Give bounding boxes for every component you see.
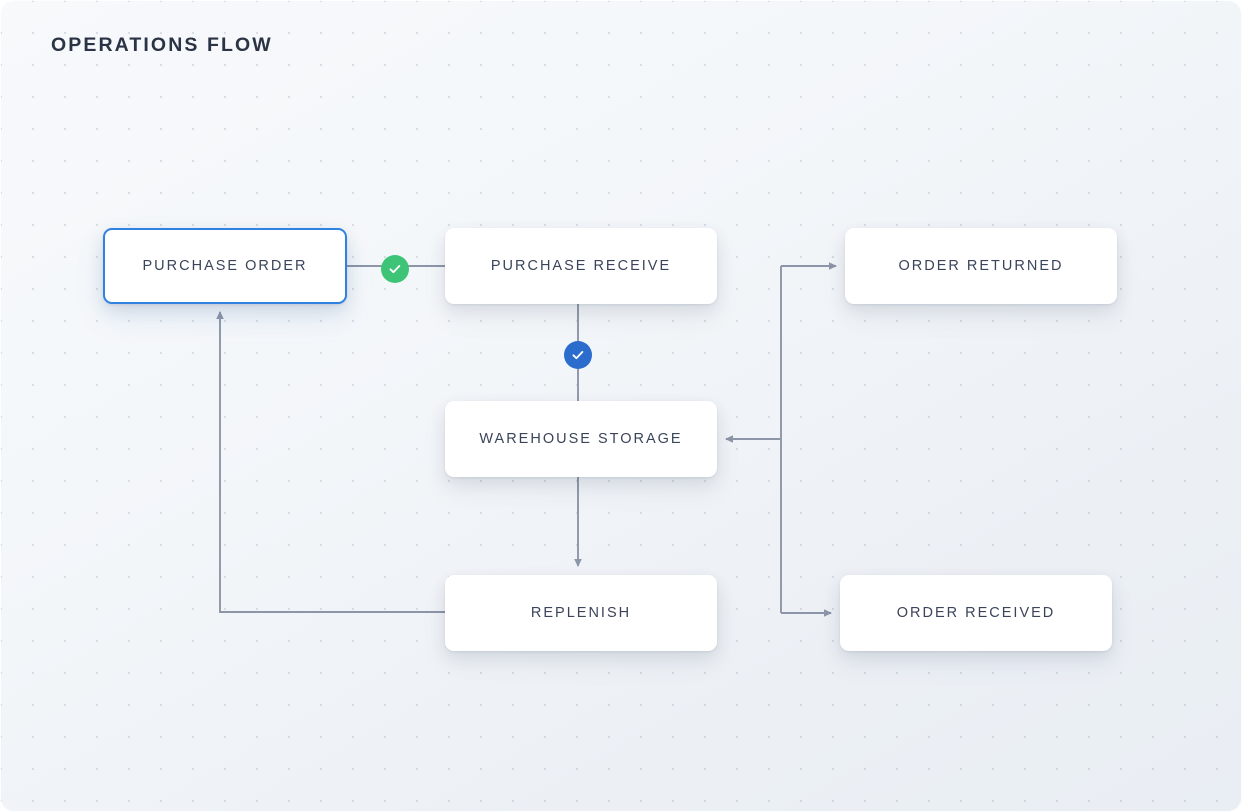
node-warehouse-storage[interactable]: WAREHOUSE STORAGE — [445, 401, 717, 477]
node-label: ORDER RETURNED — [898, 258, 1064, 274]
check-icon — [389, 265, 401, 274]
node-label: ORDER RECEIVED — [896, 605, 1056, 621]
page-title: OPERATIONS FLOW — [51, 34, 273, 56]
node-order-returned[interactable]: ORDER RETURNED — [845, 228, 1117, 304]
edge-replenish-to-purchase-order — [216, 310, 445, 613]
node-order-received[interactable]: ORDER RECEIVED — [840, 575, 1112, 651]
node-label: WAREHOUSE STORAGE — [479, 431, 683, 447]
node-purchase-order[interactable]: PURCHASE ORDER — [103, 228, 347, 304]
node-replenish[interactable]: REPLENISH — [445, 575, 717, 651]
check-icon — [572, 351, 584, 360]
badge-purchase-receive-complete[interactable] — [564, 341, 592, 369]
node-purchase-receive[interactable]: PURCHASE RECEIVE — [445, 228, 717, 304]
node-label: PURCHASE RECEIVE — [490, 258, 672, 274]
node-label: REPLENISH — [530, 605, 632, 621]
badge-purchase-order-complete[interactable] — [381, 255, 409, 283]
node-label: PURCHASE ORDER — [142, 258, 308, 274]
